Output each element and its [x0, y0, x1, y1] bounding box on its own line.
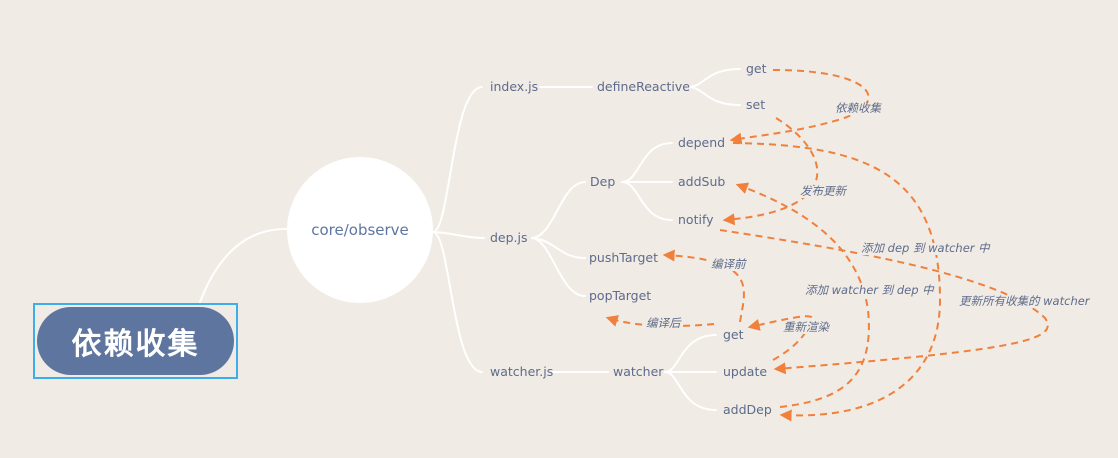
arrow-update-get — [747, 315, 814, 361]
branch-center-watcher — [432, 231, 483, 373]
arrow-get-pushTarget — [662, 249, 745, 323]
branch-watcher-addDep — [664, 371, 717, 411]
annotation-compile-after: 编译后 — [645, 316, 682, 330]
node-depend[interactable]: depend — [678, 135, 726, 150]
branch-center-index — [432, 86, 483, 233]
node-watcher-js[interactable]: watcher.js — [490, 364, 554, 379]
node-define-reactive[interactable]: defineReactive — [597, 79, 690, 94]
node-Dep[interactable]: Dep — [590, 174, 616, 189]
node-popTarget[interactable]: popTarget — [589, 288, 652, 303]
node-addSub[interactable]: addSub — [678, 174, 726, 189]
branch-root-center — [199, 227, 289, 303]
root-node-selection-frame[interactable] — [33, 303, 238, 379]
arrow-addDep-addSub — [735, 182, 870, 408]
node-dep-js[interactable]: dep.js — [490, 230, 528, 245]
branch-dep-push — [531, 237, 586, 259]
branch-Dep-notify — [621, 181, 673, 221]
annotation-add-watcher-to-dep: 添加 watcher 到 dep 中 — [804, 283, 935, 297]
arrow-depend-addDep — [732, 142, 942, 422]
node-notify[interactable]: notify — [678, 212, 714, 227]
annotation-add-dep-to-watcher: 添加 dep 到 watcher 中 — [860, 241, 991, 255]
annotation-publish: 发布更新 — [799, 184, 847, 198]
node-pushTarget[interactable]: pushTarget — [589, 250, 658, 265]
branch-dep-pop — [531, 237, 586, 297]
arrow-get-depend — [729, 69, 870, 145]
node-set[interactable]: set — [746, 97, 766, 112]
node-update[interactable]: update — [723, 364, 768, 379]
branch-define-get — [687, 68, 741, 88]
node-watcher[interactable]: watcher — [613, 364, 664, 379]
annotation-update-all: 更新所有收集的 watcher — [958, 294, 1091, 308]
annotation-rerender: 重新渲染 — [782, 320, 830, 334]
arrow-set-notify — [722, 117, 819, 226]
node-get-2[interactable]: get — [723, 327, 744, 342]
node-index-js[interactable]: index.js — [490, 79, 539, 94]
root-node[interactable]: 依赖收集 — [37, 307, 234, 375]
branch-center-dep — [432, 231, 485, 239]
branch-watcher-get — [664, 334, 717, 373]
branch-dep-Dep — [531, 181, 586, 239]
branch-Dep-depend — [621, 142, 673, 183]
annotation-dep-collect: 依赖收集 — [834, 101, 882, 115]
node-addDep[interactable]: addDep — [723, 402, 772, 417]
annotation-compile-before: 编译前 — [710, 257, 747, 271]
center-node[interactable]: core/observe — [287, 157, 433, 303]
branch-define-set — [687, 86, 741, 106]
node-get-1[interactable]: get — [746, 61, 767, 76]
